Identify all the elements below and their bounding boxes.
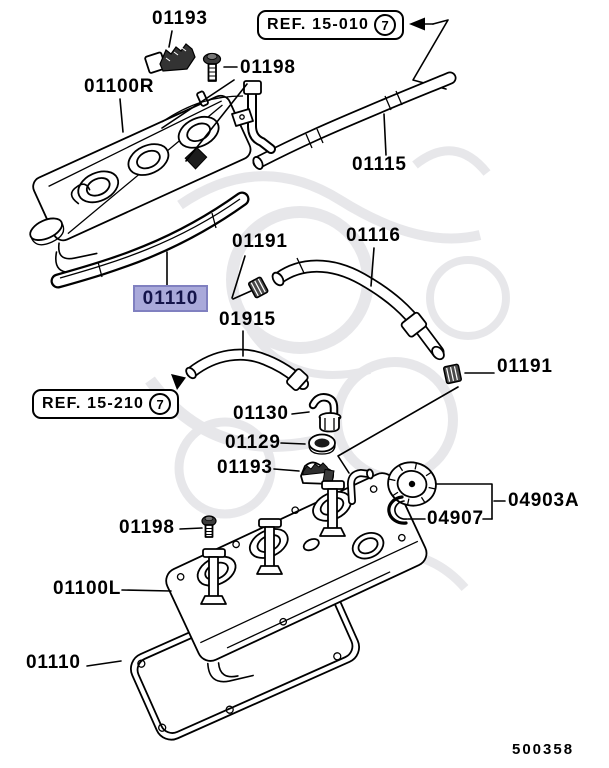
leader-line xyxy=(280,442,306,445)
callout-01115: 01115 xyxy=(352,154,407,175)
leader-line xyxy=(337,386,459,474)
callout-01110-bottom: 01110 xyxy=(26,652,81,673)
leader-line xyxy=(168,30,173,48)
drawing-number: 500358 xyxy=(512,741,575,758)
breather-hose-01915-drawing xyxy=(185,348,309,392)
callout-01110-highlighted[interactable]: 01110 xyxy=(133,285,208,312)
callout-01193-mid: 01193 xyxy=(217,457,273,478)
ref-link-15-010[interactable]: REF. 15-010 7 xyxy=(257,10,405,40)
leader-line xyxy=(232,290,252,300)
callout-01191-right: 01191 xyxy=(497,356,553,377)
callout-01193-top: 01193 xyxy=(152,8,208,29)
leader-line xyxy=(370,247,375,287)
ref-label: REF. 15-010 xyxy=(267,16,370,33)
leader-line xyxy=(231,255,246,299)
callout-01116: 01116 xyxy=(346,225,401,246)
pcv-grommet-01129-drawing xyxy=(308,433,336,455)
callout-01129: 01129 xyxy=(225,432,281,453)
ref-link-15-210[interactable]: REF. 15-210 7 xyxy=(32,389,180,419)
leader-line xyxy=(185,83,248,162)
valve-cover-right-drawing xyxy=(29,80,276,274)
callout-01198-bottom: 01198 xyxy=(119,517,175,538)
ref-label: REF. 15-210 xyxy=(42,395,145,412)
callout-04907: 04907 xyxy=(427,508,484,529)
leader-line xyxy=(291,411,310,415)
breather-hose-01116-drawing xyxy=(271,257,445,361)
leader-line xyxy=(179,527,203,530)
ref-sheet-circle: 7 xyxy=(374,14,397,36)
leader-line xyxy=(121,589,172,592)
bracket-lines xyxy=(407,483,506,520)
leader-line xyxy=(86,660,122,667)
harness-clip-01193-mid-drawing xyxy=(300,461,335,485)
bolt-01198-bottom-drawing xyxy=(201,515,217,538)
leader-line xyxy=(273,468,300,472)
callout-01100R: 01100R xyxy=(84,76,155,97)
leader-line xyxy=(161,79,235,129)
leader-line xyxy=(383,113,387,156)
hose-clamp-01191-right-drawing xyxy=(443,363,462,385)
breather-hose-01115-drawing xyxy=(252,71,457,170)
harness-clip-01193-top-drawing xyxy=(144,43,196,74)
leader-line xyxy=(119,98,124,133)
bolt-01198-top-drawing xyxy=(202,52,222,82)
callout-01100L: 01100L xyxy=(53,578,122,599)
callout-01915: 01915 xyxy=(219,309,276,330)
pcv-valve-01130-drawing xyxy=(308,393,342,433)
filler-cap-oring-04907-drawing xyxy=(387,495,408,525)
callout-01191-mid: 01191 xyxy=(232,231,288,252)
callout-01198-top: 01198 xyxy=(240,57,296,78)
rocker-cover-gasket-right-drawing xyxy=(50,191,250,289)
ref-15-210-arrow-icon xyxy=(171,374,186,390)
hose-clamp-01191-mid-drawing xyxy=(248,276,269,299)
callout-01130: 01130 xyxy=(233,403,289,424)
ref-sheet-circle: 7 xyxy=(149,393,172,415)
callout-04903A: 04903A xyxy=(508,490,580,511)
oil-filler-cap-04903A-drawing xyxy=(387,461,437,507)
spark-plug-tubes xyxy=(200,480,346,605)
valve-cover-left-drawing xyxy=(165,468,428,683)
